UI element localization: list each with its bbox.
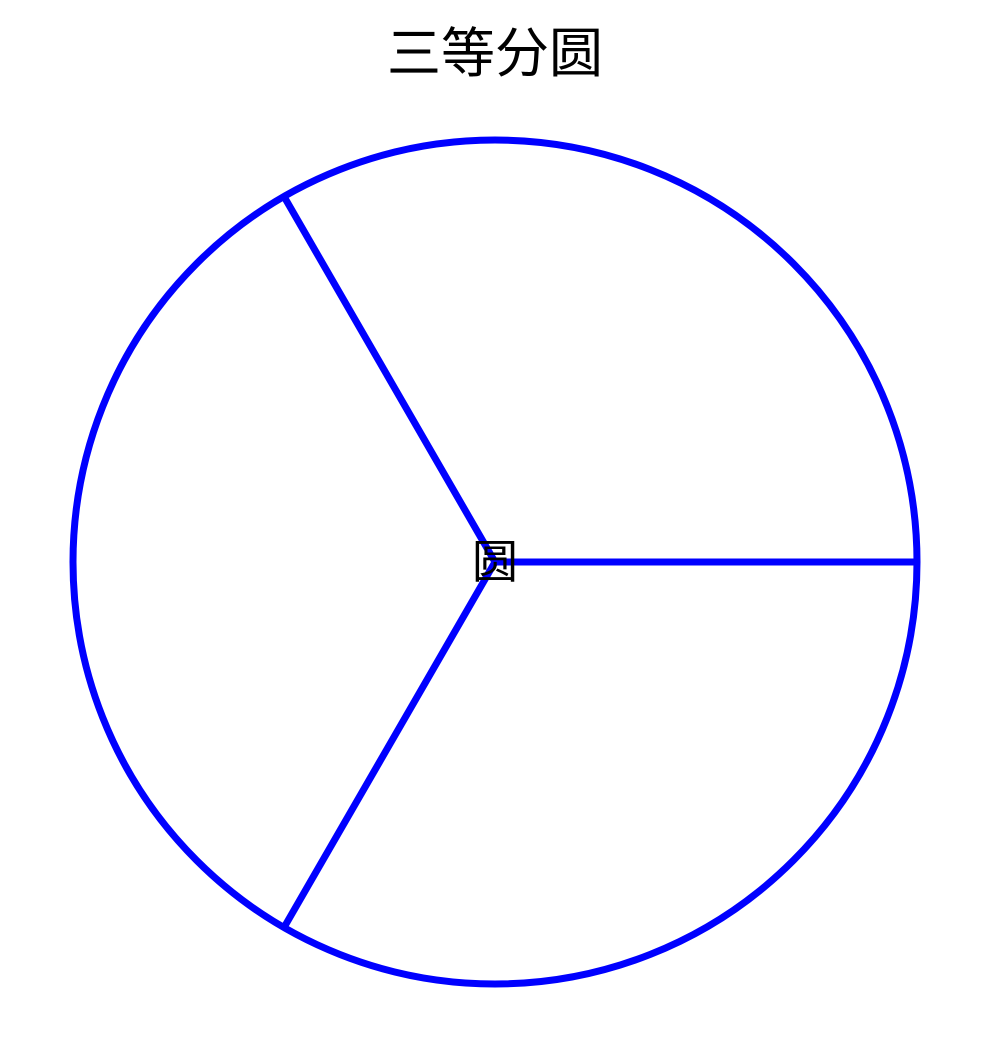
center-label: 圆 <box>472 535 518 589</box>
radius-line-2 <box>280 194 499 564</box>
radii-group <box>280 194 917 930</box>
diagram-title: 三等分圆 <box>387 22 603 85</box>
radius-line-3 <box>280 560 499 930</box>
